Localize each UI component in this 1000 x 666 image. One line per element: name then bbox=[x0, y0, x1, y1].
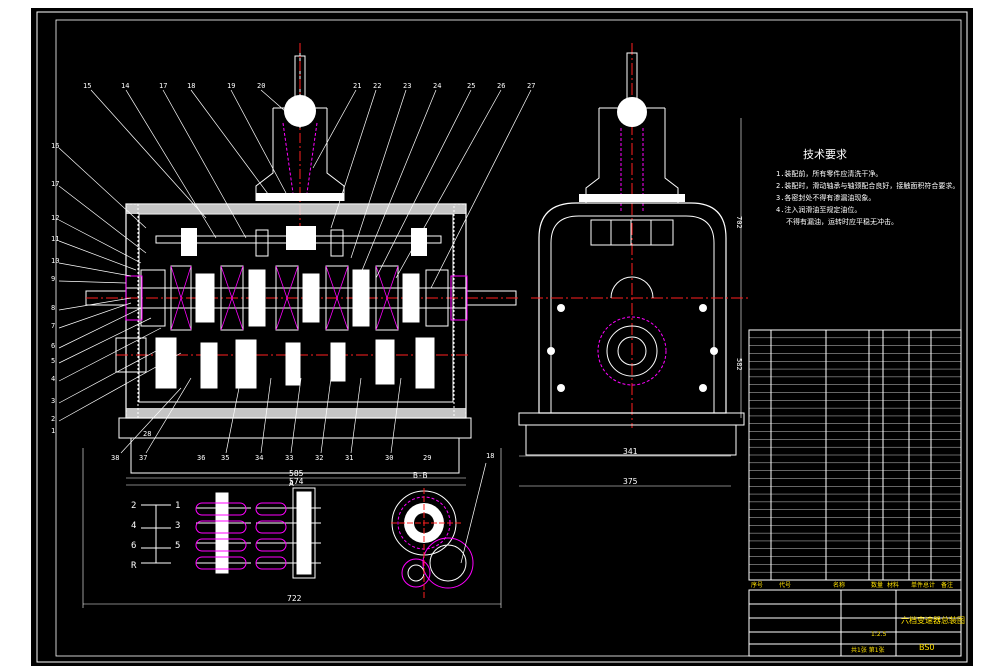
part-label: 21 bbox=[353, 82, 361, 90]
part-label: 17 bbox=[159, 82, 167, 90]
part-label: 15 bbox=[83, 82, 91, 90]
part-label: 14 bbox=[121, 82, 129, 90]
view-a-label: A bbox=[289, 479, 294, 488]
gear-4-label: 4 bbox=[131, 521, 136, 531]
part-label: 33 bbox=[285, 454, 293, 462]
part-label: 19 bbox=[227, 82, 235, 90]
bom-header-unit: 单件 bbox=[911, 581, 923, 589]
leader-lines bbox=[58, 89, 532, 454]
tech-req-item-3: 3.各密封处不得有渗漏油现象。 bbox=[776, 193, 875, 202]
part-label: 38 bbox=[111, 454, 119, 462]
part-label: 25 bbox=[467, 82, 475, 90]
part-label: 17 bbox=[51, 180, 59, 188]
bom-header-code: 代号 bbox=[779, 581, 791, 589]
cad-drawing: 技术要求 1.装配前，所有零件应清洗干净。 2.装配时，滑动轴承与轴颈配合良好，… bbox=[36, 11, 968, 663]
part-label: 11 bbox=[51, 235, 59, 243]
dim-overall-width: 585 bbox=[289, 469, 304, 478]
bom-header-material: 材料 bbox=[887, 581, 899, 589]
part-label: 1 bbox=[51, 427, 55, 435]
bom-table bbox=[748, 329, 962, 657]
dim-side-width-1: 341 bbox=[623, 447, 638, 456]
tech-req-item-4: 4.注入润滑油至规定油位。 bbox=[776, 205, 861, 214]
part-label: 24 bbox=[433, 82, 441, 90]
gear-1-label: 1 bbox=[175, 501, 180, 511]
view-bb-callout: 18 bbox=[486, 452, 494, 460]
bom-header-total: 总计 bbox=[923, 581, 935, 589]
part-label: 27 bbox=[527, 82, 535, 90]
gear-6-label: 6 bbox=[131, 541, 136, 551]
part-label: 12 bbox=[51, 214, 59, 222]
dimension-lines bbox=[82, 118, 742, 608]
drawing-scale: 1:2.5 bbox=[871, 631, 887, 638]
part-label: 3 bbox=[51, 397, 55, 405]
part-label: 6 bbox=[51, 342, 55, 350]
gear-r-label: R bbox=[131, 561, 137, 571]
dim-side-height-2: 582 bbox=[735, 358, 743, 371]
dim-base-width: 722 bbox=[287, 594, 302, 603]
part-label: 35 bbox=[221, 454, 229, 462]
part-label: 29 bbox=[423, 454, 431, 462]
front-view bbox=[85, 43, 521, 474]
part-label: 10 bbox=[51, 257, 59, 265]
drawing-sheet: 技术要求 1.装配前，所有零件应清洗干净。 2.装配时，滑动轴承与轴颈配合良好，… bbox=[31, 8, 973, 666]
part-label: 2 bbox=[51, 415, 55, 423]
gear-2-label: 2 bbox=[131, 501, 136, 511]
view-bb-section bbox=[391, 462, 487, 598]
part-label: 7 bbox=[51, 322, 55, 330]
tech-req-item-5: 不得有漏油，运转时应平稳无冲击。 bbox=[786, 217, 898, 226]
tech-req-item-1: 1.装配前，所有零件应清洗干净。 bbox=[776, 169, 882, 178]
part-label: 34 bbox=[255, 454, 263, 462]
part-label: 8 bbox=[51, 304, 55, 312]
drawing-sheet-count: 共1张 第1张 bbox=[851, 646, 885, 654]
part-label: 26 bbox=[497, 82, 505, 90]
part-label: 16 bbox=[51, 142, 59, 150]
bom-header-remark: 备注 bbox=[941, 581, 953, 589]
dim-side-height: 702 bbox=[735, 216, 743, 229]
gear-3-label: 3 bbox=[175, 521, 180, 531]
part-label: 30 bbox=[385, 454, 393, 462]
view-a-section bbox=[141, 487, 321, 579]
part-label: 36 bbox=[197, 454, 205, 462]
bom-header-no: 序号 bbox=[751, 581, 763, 589]
bom-header-name: 名称 bbox=[833, 581, 845, 589]
gear-5-label: 5 bbox=[175, 541, 180, 551]
part-label: 22 bbox=[373, 82, 381, 90]
side-view bbox=[518, 43, 751, 456]
dim-side-width-2: 375 bbox=[623, 477, 638, 486]
view-bb-label: B-B bbox=[413, 471, 428, 480]
part-label: 4 bbox=[51, 375, 55, 383]
tech-req-item-2: 2.装配时，滑动轴承与轴颈配合良好，接触面积符合要求。 bbox=[776, 181, 959, 190]
part-label: 9 bbox=[51, 275, 55, 283]
part-label: 18 bbox=[187, 82, 195, 90]
bom-header-qty: 数量 bbox=[871, 581, 883, 589]
part-label: 31 bbox=[345, 454, 353, 462]
drawing-title: 六档变速器总装图 bbox=[901, 615, 965, 625]
part-label: 37 bbox=[139, 454, 147, 462]
part-label: 5 bbox=[51, 357, 55, 365]
part-label: 20 bbox=[257, 82, 265, 90]
drawing-number: BS0 bbox=[919, 643, 935, 652]
dim-inner-width: 574 bbox=[289, 477, 304, 486]
part-label: 32 bbox=[315, 454, 323, 462]
part-label: 28 bbox=[143, 430, 151, 438]
tech-req-title: 技术要求 bbox=[803, 148, 847, 161]
part-label: 23 bbox=[403, 82, 411, 90]
outer-border bbox=[36, 11, 968, 663]
